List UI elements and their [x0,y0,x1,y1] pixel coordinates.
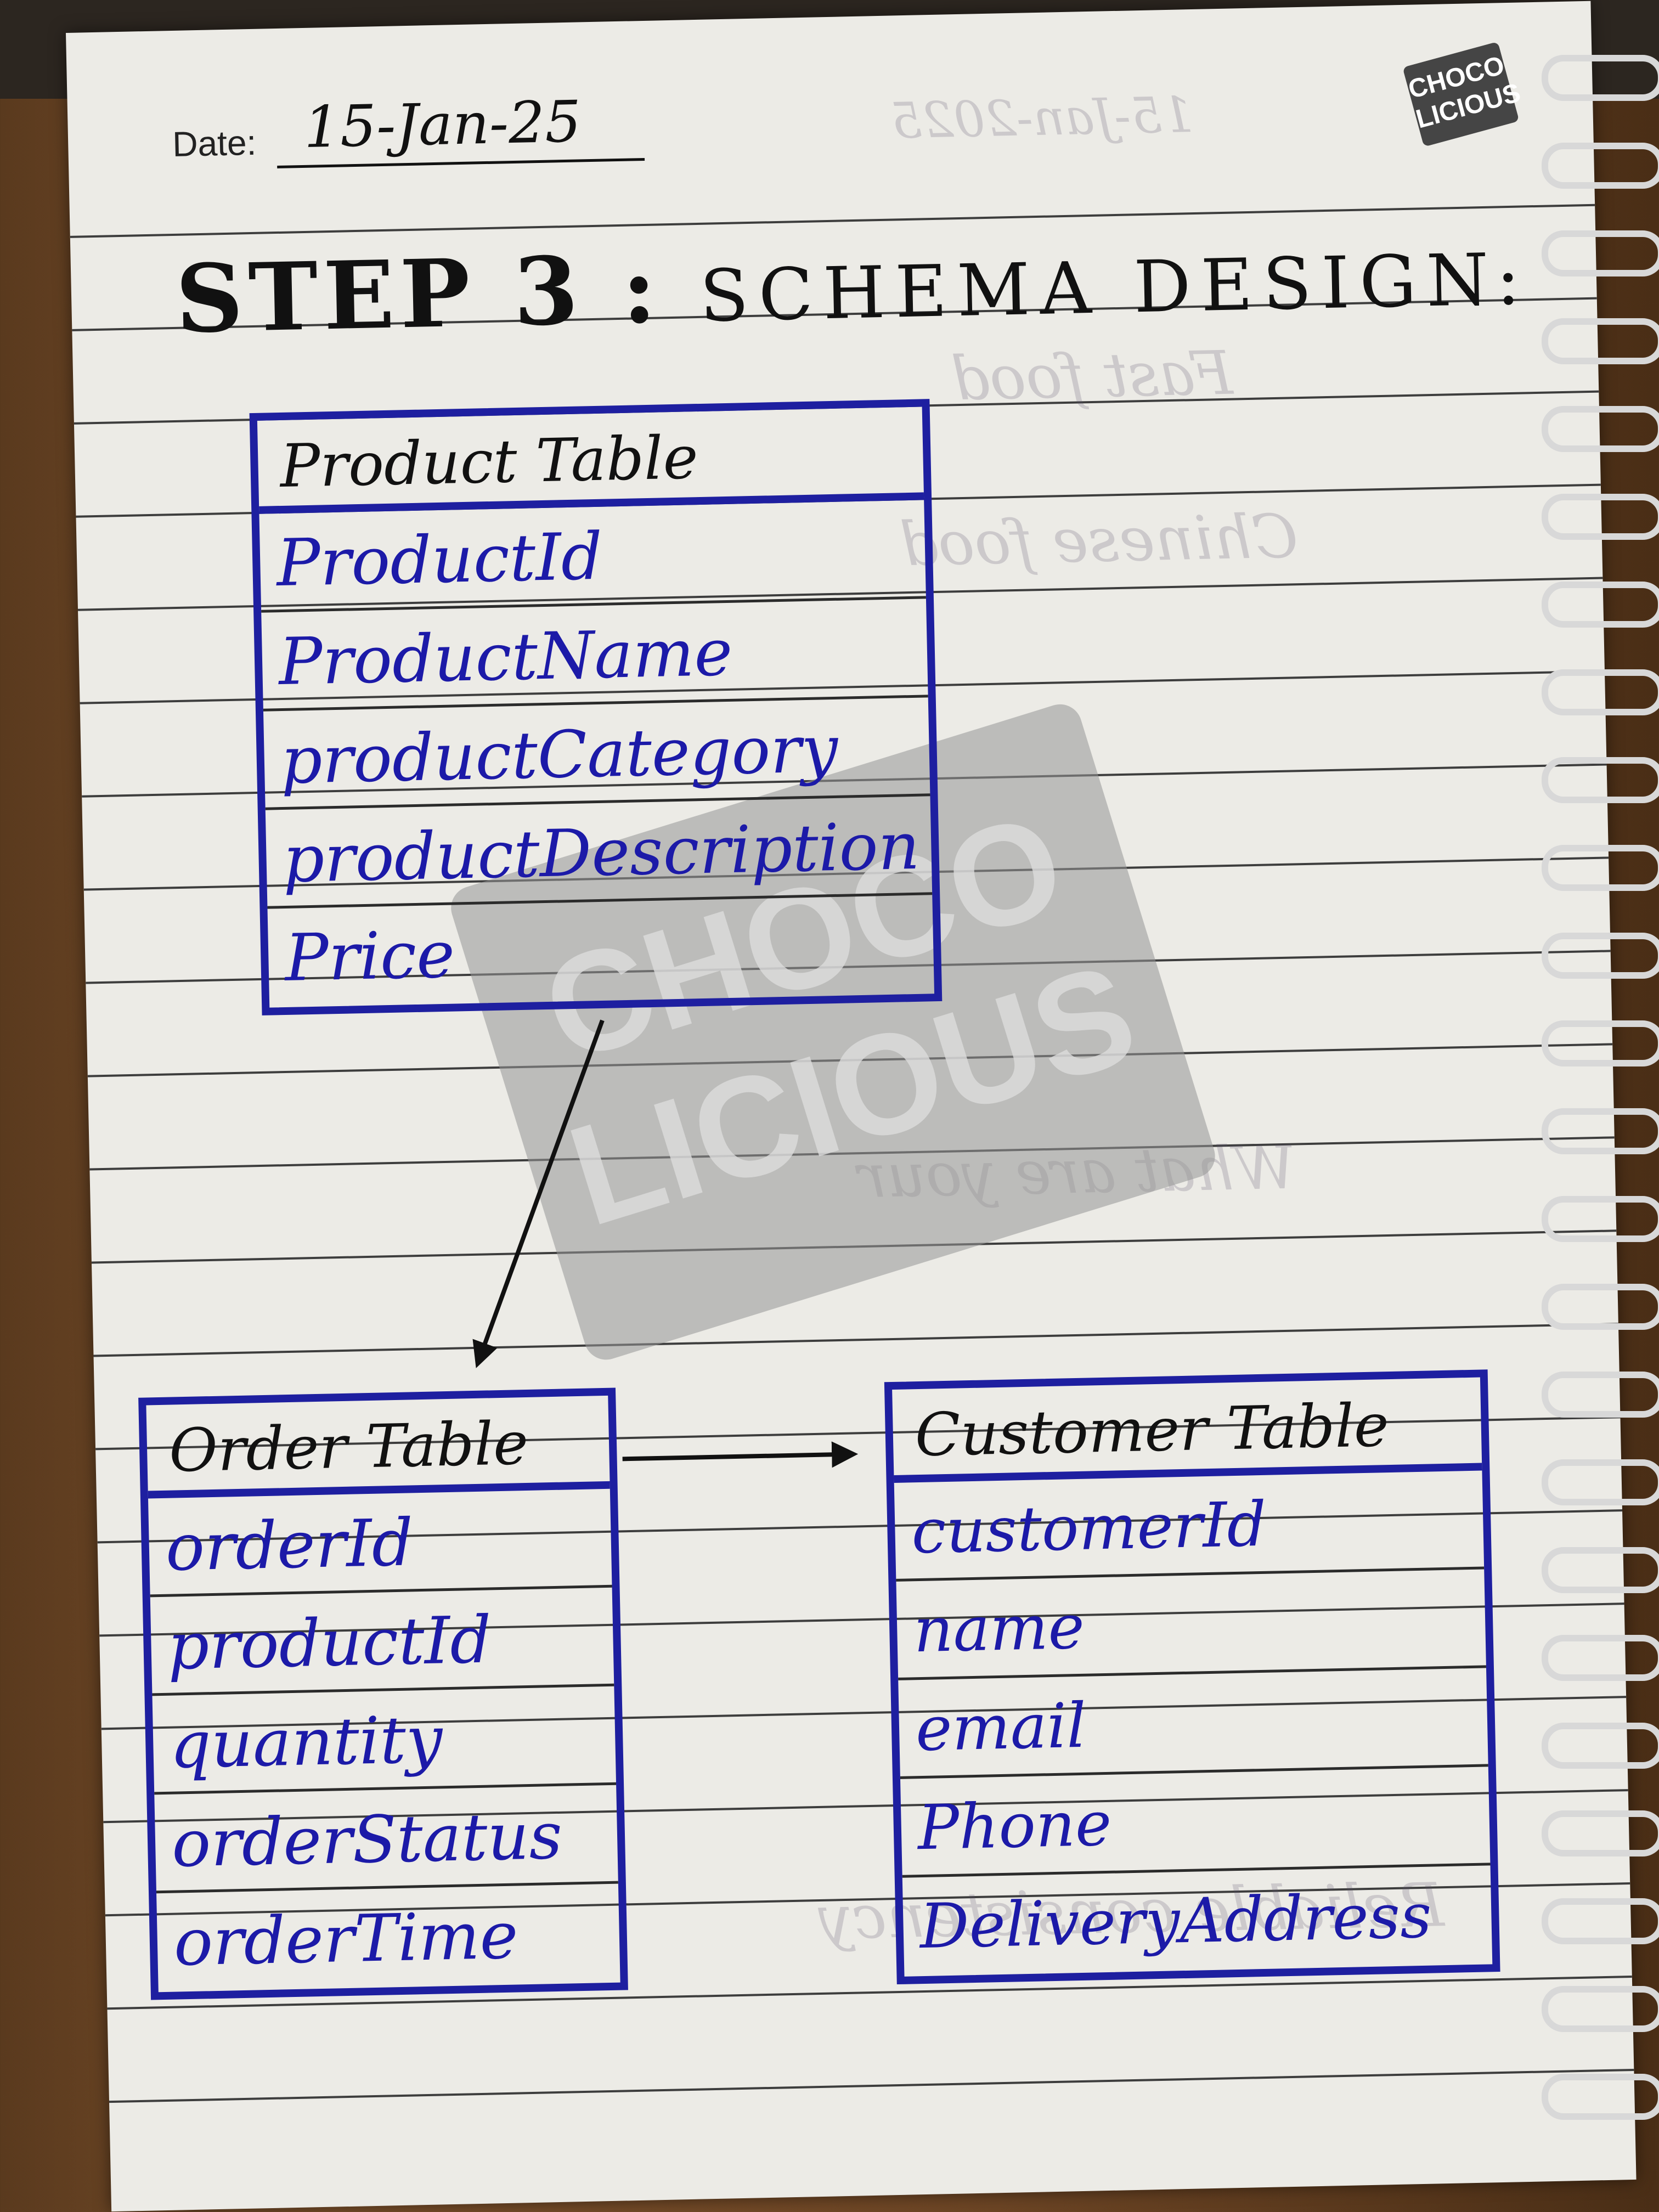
spiral-binding-ring [1542,933,1659,979]
notebook-page: 15-Jan-2025 Fast food Chinese food What … [66,1,1637,2212]
spiral-binding-ring [1542,318,1659,364]
spiral-binding-ring [1542,1547,1659,1593]
arrow-order-to-customer [622,1441,859,1468]
spiral-binding-ring [1542,669,1659,715]
spiral-binding-ring [1542,1284,1659,1330]
spiral-binding-ring [1542,55,1659,101]
spiral-binding-ring [1542,406,1659,452]
spiral-binding-ring [1542,143,1659,189]
spiral-binding-ring [1542,582,1659,628]
spiral-binding-ring [1542,1810,1659,1857]
spiral-binding-ring [1542,494,1659,540]
arrow-product-to-order [472,1019,605,1368]
spiral-binding-ring [1542,1723,1659,1769]
spiral-binding-ring [1542,1898,1659,1944]
spiral-binding-ring [1542,757,1659,803]
spiral-binding-ring [1542,1196,1659,1242]
spiral-binding-ring [1542,1020,1659,1066]
spiral-binding-ring [1542,845,1659,891]
spiral-binding-ring [1542,1459,1659,1505]
spiral-binding-ring [1542,1108,1659,1154]
spiral-binding-ring [1542,1986,1659,2032]
spiral-binding-ring [1542,2074,1659,2120]
spiral-binding-ring [1542,1635,1659,1681]
spiral-binding-ring [1542,1372,1659,1418]
spiral-binding-ring [1542,230,1659,276]
relationship-arrows [472,1019,859,1468]
